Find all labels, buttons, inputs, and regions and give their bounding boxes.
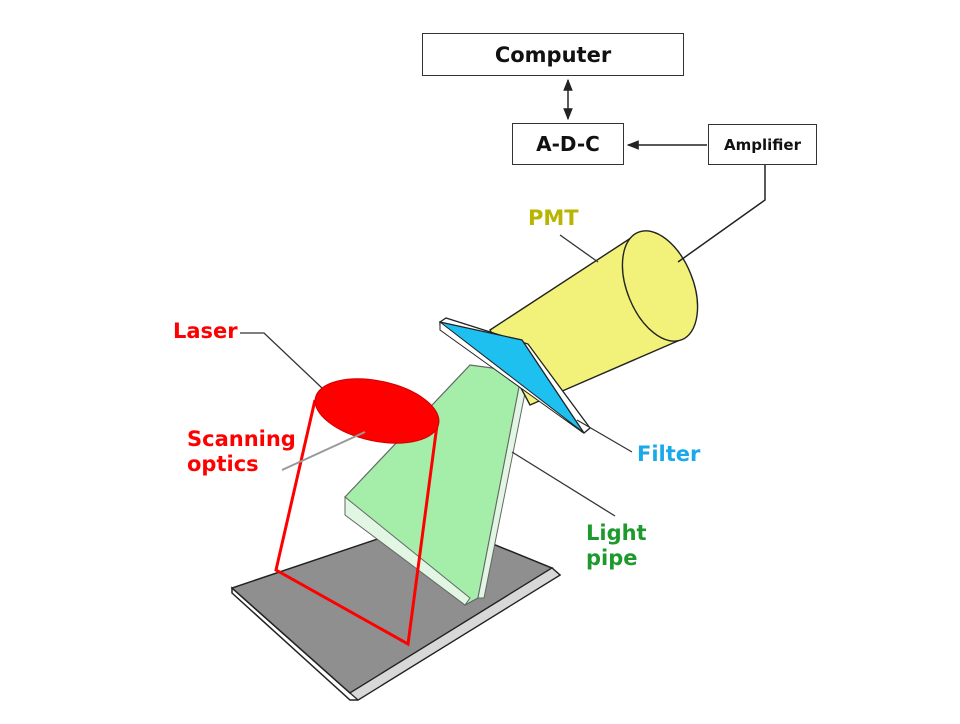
signal-connections xyxy=(563,78,766,263)
filter-plate xyxy=(438,317,591,434)
pmt-label: PMT xyxy=(528,206,579,230)
scanning-optics-lens xyxy=(314,378,440,444)
light-pipe-label: Light pipe xyxy=(586,521,647,570)
adc-label: A-D-C xyxy=(536,132,600,156)
amplifier-label: Amplifier xyxy=(724,135,801,154)
pmt-amplifier-cable xyxy=(677,165,766,263)
light-pipe xyxy=(344,364,529,606)
laser-leader xyxy=(240,332,323,389)
filter-leader xyxy=(576,419,633,453)
scanning-optics-leader xyxy=(281,431,366,471)
laser-beam xyxy=(274,399,439,647)
filter-label: Filter xyxy=(637,442,701,466)
label-leaders xyxy=(240,234,633,517)
adc-box: A-D-C xyxy=(512,123,624,165)
amplifier-box: Amplifier xyxy=(708,124,817,165)
laser-label: Laser xyxy=(173,319,238,343)
computer-label: Computer xyxy=(494,42,612,67)
pmt-leader xyxy=(559,234,599,263)
computer-box: Computer xyxy=(422,33,684,76)
light-pipe-leader xyxy=(511,451,616,517)
scanning-optics-label: Scanning optics xyxy=(187,427,296,476)
